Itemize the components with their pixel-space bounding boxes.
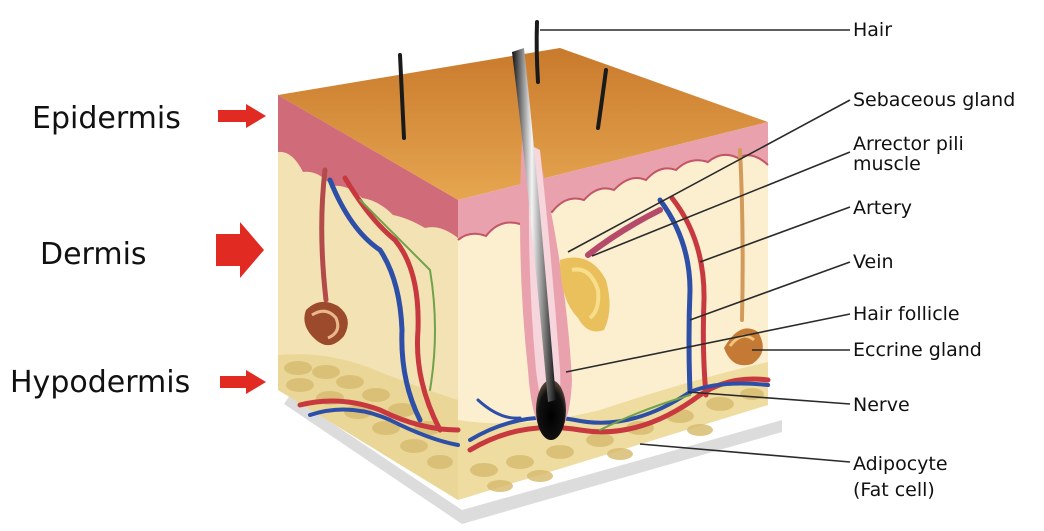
epidermis-arrow [218, 104, 266, 128]
arrector-pili-label-line1: Arrector pili [853, 133, 964, 155]
artery-label: Artery [853, 197, 912, 219]
arrector-pili-label-line2: muscle [853, 153, 921, 175]
adipocyte-label-line1: Adipocyte [853, 453, 948, 475]
skin-block [278, 22, 782, 524]
epidermis-label: Epidermis [32, 101, 181, 136]
vein-label: Vein [853, 251, 894, 273]
adipocyte-label-line2: (Fat cell) [853, 479, 935, 501]
hair-label: Hair [853, 19, 892, 41]
dermis-label: Dermis [40, 237, 147, 272]
sebaceous-gland-label: Sebaceous gland [853, 89, 1015, 111]
nerve-label: Nerve [853, 394, 910, 416]
hypodermis-arrow [220, 370, 266, 394]
dermis-arrow [216, 222, 264, 278]
hair-follicle-label: Hair follicle [853, 303, 960, 325]
hypodermis-label: Hypodermis [10, 365, 190, 400]
eccrine-gland-label: Eccrine gland [853, 339, 982, 361]
layer-arrows [216, 104, 266, 394]
